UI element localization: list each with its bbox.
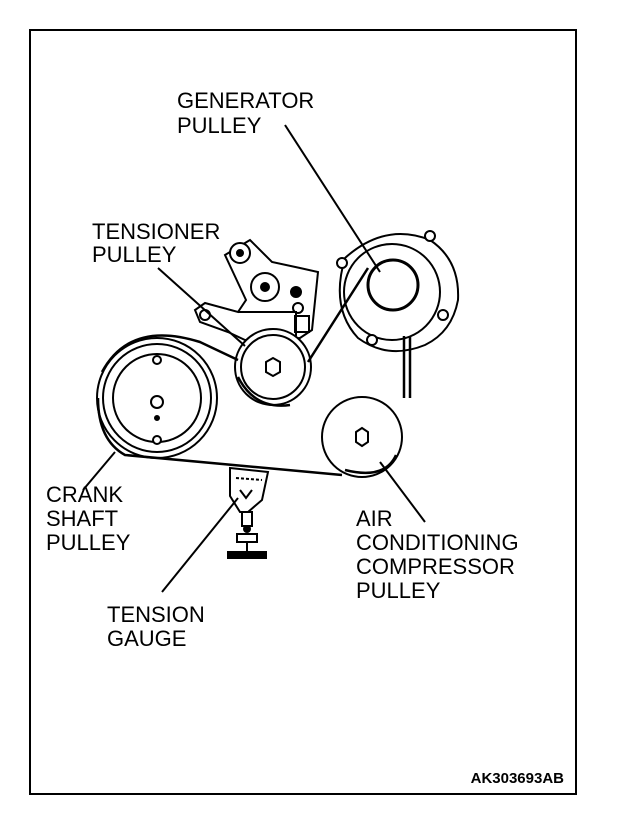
crank-label-line2: SHAFT — [46, 506, 118, 531]
figure-code: AK303693AB — [471, 770, 565, 787]
generator-label-line1: GENERATOR — [177, 88, 314, 113]
crank-label-line3: PULLEY — [46, 530, 131, 555]
tensioner-leader — [157, 267, 246, 347]
tension-gauge-label: TENSION GAUGE — [107, 602, 211, 651]
crank-leader — [82, 451, 116, 491]
frame — [29, 29, 577, 795]
generator-pulley-label: GENERATOR PULLEY — [177, 88, 320, 138]
tension-gauge — [227, 466, 270, 559]
tensioner-label-line2: PULLEY — [92, 242, 177, 267]
tensioner-label-line1: TENSIONER — [92, 219, 220, 244]
crank-shaft-pulley-label: CRANK SHAFT PULLEY — [46, 482, 131, 555]
generator-label-line2: PULLEY — [177, 113, 262, 138]
drive-belt — [96, 267, 412, 477]
ac-label-line1: AIR — [356, 506, 393, 531]
tensioner-pulley-label: TENSIONER PULLEY — [92, 219, 226, 267]
leader-lines — [82, 124, 426, 593]
tensioner-pulley — [234, 328, 312, 406]
ac-label-line3: COMPRESSOR — [356, 554, 515, 579]
generator-leader — [284, 124, 381, 273]
gauge-leader — [161, 497, 239, 593]
ac-compressor-pulley-label: AIR CONDITIONING COMPRESSOR PULLEY — [356, 506, 525, 603]
ac-label-line4: PULLEY — [356, 578, 441, 603]
crank-shaft-pulley — [96, 337, 218, 459]
ac-leader — [379, 461, 426, 523]
ac-label-line2: CONDITIONING — [356, 530, 519, 555]
gauge-label-line1: TENSION — [107, 602, 205, 627]
tensioner-bracket — [193, 238, 320, 342]
generator-pulley — [336, 230, 460, 353]
crank-label-line1: CRANK — [46, 482, 123, 507]
gauge-label-line2: GAUGE — [107, 626, 186, 651]
ac-compressor-pulley — [321, 396, 403, 478]
